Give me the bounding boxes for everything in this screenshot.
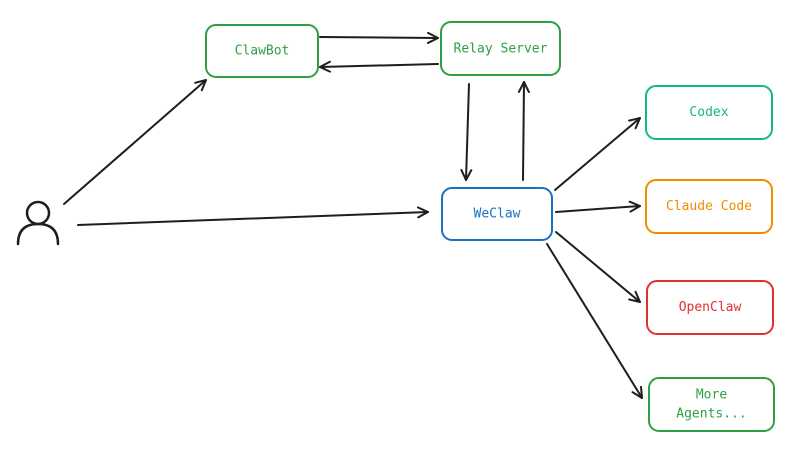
node-openclaw-label: OpenClaw: [679, 300, 742, 315]
person-icon: [16, 200, 60, 246]
node-weclaw: WeClaw: [441, 187, 553, 241]
node-more-agents-label-line1: More: [696, 388, 727, 403]
node-relay-server-label: Relay Server: [454, 42, 548, 57]
node-weclaw-box: [441, 187, 553, 241]
node-claude-code: Claude Code: [645, 179, 773, 234]
node-codex-box: [645, 85, 773, 140]
arrow-relay-to-clawbot: [319, 60, 439, 73]
arrow-weclaw-to-relay: [517, 81, 530, 181]
arrow-weclaw-to-codex: [554, 117, 641, 191]
node-codex-label: Codex: [689, 105, 728, 120]
arrow-weclaw-to-more-agents: [546, 243, 643, 399]
node-clawbot: ClawBot: [205, 24, 319, 78]
arrow-weclaw-to-openclaw: [555, 231, 641, 303]
arrow-user-to-clawbot: [63, 79, 207, 205]
arrow-weclaw-to-claude-code: [555, 200, 641, 213]
node-openclaw-box: [646, 280, 774, 335]
node-clawbot-box: [205, 24, 319, 78]
node-more-agents: More Agents...: [648, 377, 775, 432]
node-clawbot-label: ClawBot: [235, 44, 290, 59]
node-codex: Codex: [645, 85, 773, 140]
node-more-agents-box: [648, 377, 775, 432]
node-weclaw-label: WeClaw: [474, 207, 521, 222]
arrow-relay-to-weclaw: [460, 83, 473, 181]
arrow-clawbot-to-relay: [319, 31, 439, 44]
node-claude-code-box: [645, 179, 773, 234]
node-openclaw: OpenClaw: [646, 280, 774, 335]
node-more-agents-label-line2: Agents...: [676, 407, 746, 422]
node-claude-code-label: Claude Code: [666, 199, 752, 214]
arrow-user-to-weclaw: [77, 206, 429, 226]
node-relay-server-box: [440, 21, 561, 76]
node-relay-server: Relay Server: [440, 21, 561, 76]
